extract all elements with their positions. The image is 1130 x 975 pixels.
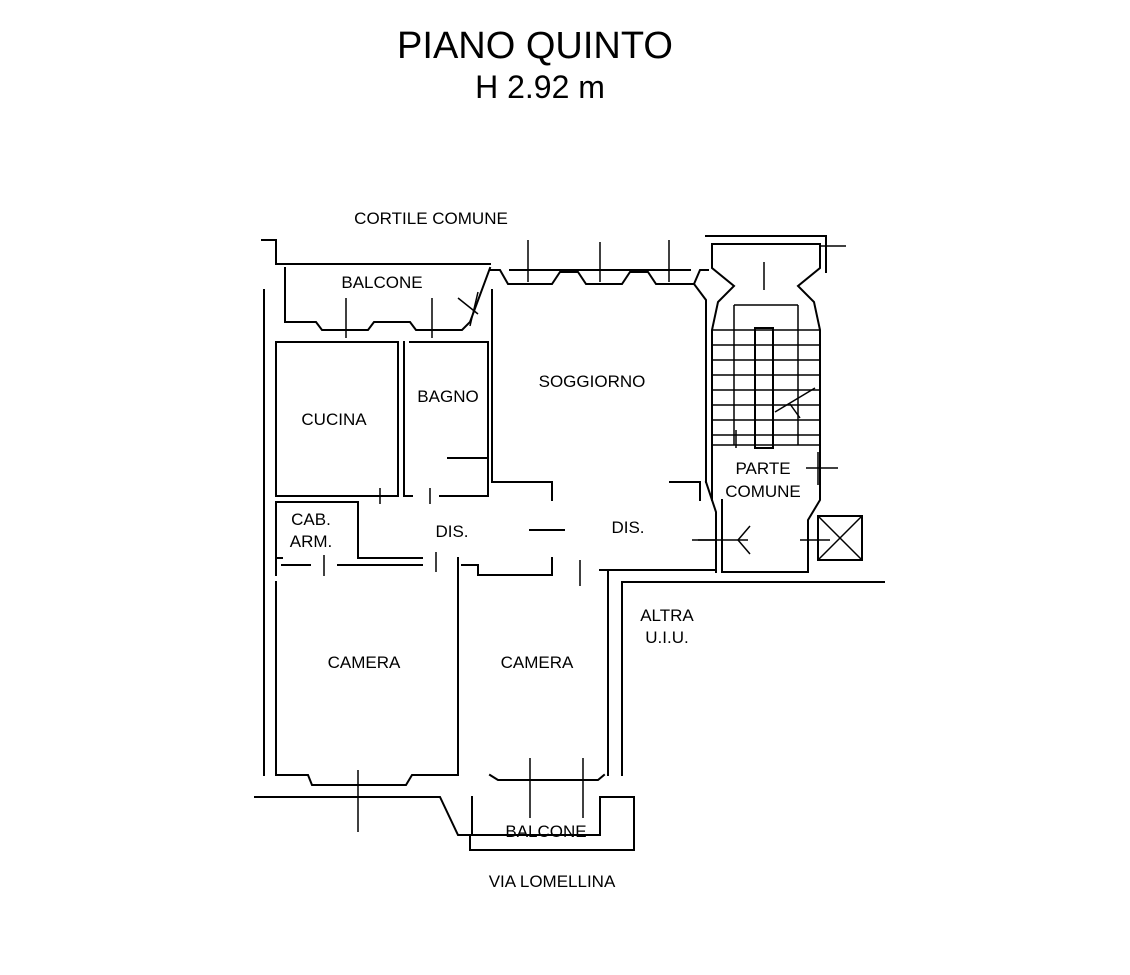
bathroom-label: BAGNO	[417, 387, 478, 406]
closet-label-1: CAB.	[291, 510, 331, 529]
kitchen-label: CUCINA	[301, 410, 367, 429]
common-area-label-1: PARTE	[735, 459, 790, 478]
bedroom-east-label: CAMERA	[501, 653, 574, 672]
closet-label-2: ARM.	[290, 532, 333, 551]
balcony-north-label: BALCONE	[341, 273, 422, 292]
ceiling-height: H 2.92 m	[475, 69, 605, 105]
street-label: VIA LOMELLINA	[489, 872, 616, 891]
courtyard-label: CORTILE COMUNE	[354, 209, 508, 228]
living-room-label: SOGGIORNO	[539, 372, 646, 391]
balcony-south-label: BALCONE	[505, 822, 586, 841]
stair-treads	[712, 304, 820, 446]
other-unit-label-2: U.I.U.	[645, 628, 688, 647]
floor-title: PIANO QUINTO	[397, 25, 673, 67]
common-area-label-2: COMUNE	[725, 482, 801, 501]
bedroom-west-label: CAMERA	[328, 653, 401, 672]
interior-walls	[275, 289, 717, 776]
hallway-east-label: DIS.	[611, 518, 644, 537]
opening-marks	[323, 240, 716, 832]
elevator-shaft	[817, 515, 863, 561]
stairwell	[698, 235, 863, 573]
exterior-walls	[254, 239, 885, 851]
other-unit-label-1: ALTRA	[640, 606, 694, 625]
hallway-west-label: DIS.	[435, 522, 468, 541]
